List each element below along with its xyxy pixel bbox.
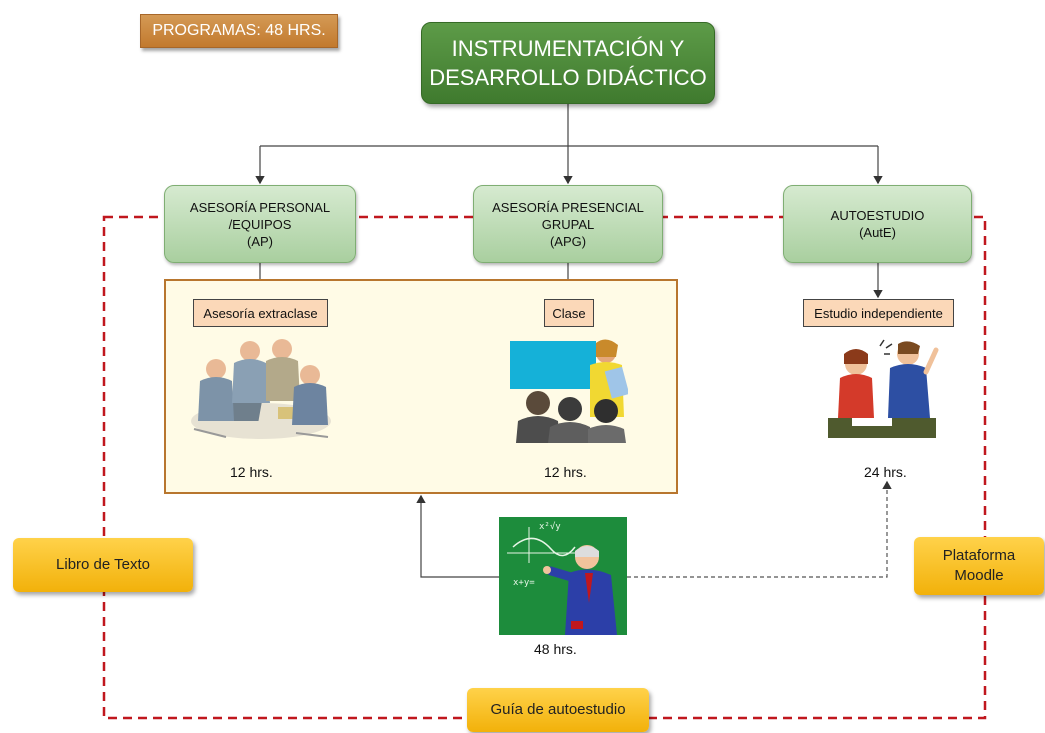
branch-ap-line-1: ASESORÍA PERSONAL <box>189 199 331 215</box>
hours-aute: 24 hrs. <box>864 464 907 480</box>
teacher-at-blackboard-illustration: x²√y x+y= <box>499 517 627 635</box>
branch-apg-line-3: (APG) <box>549 233 587 249</box>
hours-total: 48 hrs. <box>534 641 577 657</box>
branch-aute: AUTOESTUDIO (AutE) <box>783 185 972 263</box>
activity-asesoria-extraclase: Asesoría extraclase <box>193 299 328 327</box>
two-people-talking-illustration <box>828 339 939 438</box>
branch-apg-line-1: ASESORÍA PRESENCIAL <box>492 199 644 215</box>
svg-text:x+y=: x+y= <box>513 578 535 588</box>
resource-libro-de-texto: Libro de Texto <box>13 538 193 592</box>
classroom-illustration <box>510 339 628 443</box>
hours-apg: 12 hrs. <box>544 464 587 480</box>
group-meeting-illustration <box>191 339 331 439</box>
branch-ap-line-3: (AP) <box>247 233 273 249</box>
activity-estudio-independiente: Estudio independiente <box>803 299 954 327</box>
title-line-2: DESARROLLO DIDÁCTICO <box>429 65 707 90</box>
resource-guia-de-autoestudio: Guía de autoestudio <box>467 688 649 732</box>
activity-clase: Clase <box>544 299 594 327</box>
dashed-arrow-teacher-to-aute <box>627 480 892 578</box>
arrow-teacher-to-box <box>416 494 499 578</box>
program-hours-label: PROGRAMAS: 48 HRS. <box>140 14 338 48</box>
svg-text:x²√y: x²√y <box>539 521 561 532</box>
resource-moodle-line-1: Plataforma <box>942 547 1016 564</box>
branch-ap: ASESORÍA PERSONAL /EQUIPOS (AP) <box>164 185 356 263</box>
hours-ap: 12 hrs. <box>230 464 273 480</box>
branch-aute-line-1: AUTOESTUDIO <box>830 208 925 223</box>
branch-apg-line-2: GRUPAL <box>541 216 595 232</box>
resource-libro-label: Libro de Texto <box>56 556 150 573</box>
main-title-box: INSTRUMENTACIÓN Y DESARROLLO DIDÁCTICO <box>421 22 715 104</box>
title-line-1: INSTRUMENTACIÓN Y <box>451 36 685 61</box>
resource-guia-label: Guía de autoestudio <box>490 701 626 718</box>
branch-ap-line-2: /EQUIPOS <box>228 216 292 232</box>
branch-aute-line-2: (AutE) <box>859 225 896 240</box>
branch-apg: ASESORÍA PRESENCIAL GRUPAL (APG) <box>473 185 663 263</box>
resource-moodle-line-2: Moodle <box>954 567 1004 584</box>
resource-plataforma-moodle: Plataforma Moodle <box>914 537 1044 595</box>
